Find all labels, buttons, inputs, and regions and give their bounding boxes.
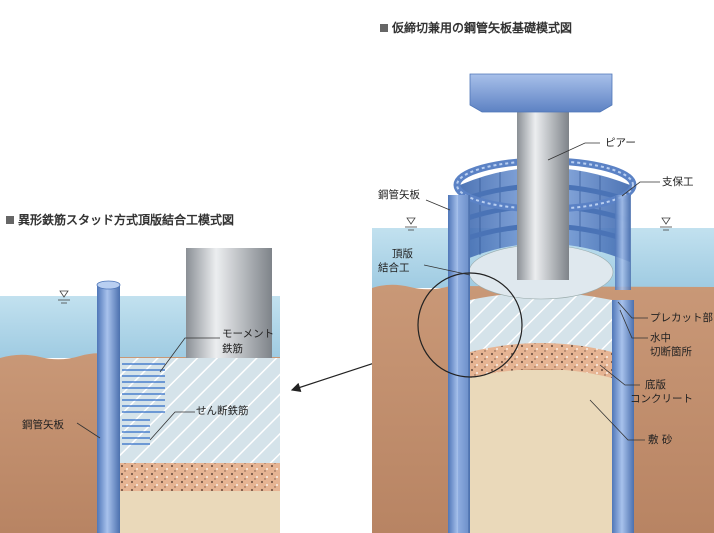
left-figure: モーメント 鉄筋 せん断鉄筋 鋼管矢板 <box>0 248 280 533</box>
right-base-concrete <box>470 339 612 378</box>
right-pier-cap <box>469 73 613 113</box>
left-pile-leader <box>76 422 101 439</box>
detail-circle <box>417 272 523 378</box>
shear-label: せん断鉄筋 <box>196 404 249 417</box>
bullet-square-icon <box>380 23 388 32</box>
moment-rebars <box>122 363 165 413</box>
right-figure-title-text: 仮締切兼用の鋼管矢板基礎模式図 <box>392 21 573 35</box>
base-slab-label-1: 底版 <box>645 378 666 391</box>
base-slab-label-2: コンクリート <box>630 393 693 405</box>
top-slab-label-2: 結合工 <box>378 261 410 274</box>
precut-label: プレカット部 <box>650 311 713 324</box>
right-sheet-pile-label: 鋼管矢板 <box>378 188 420 201</box>
right-figure-title: 仮締切兼用の鋼管矢板基礎模式図 <box>380 19 572 36</box>
left-pile-top <box>96 280 121 290</box>
moment-rebar-leader <box>159 337 220 373</box>
moment-label-1: モーメント <box>222 328 274 340</box>
moment-label-2: 鉄筋 <box>222 342 243 355</box>
right-pier <box>517 105 569 280</box>
right-leaders <box>423 142 660 441</box>
shear-rebar-leader <box>149 411 195 441</box>
right-water-level-icon-right <box>660 217 672 231</box>
strut-label: 支保工 <box>662 175 694 188</box>
right-pile-ring-caps <box>456 160 634 210</box>
top-slab-label-1: 頂版 <box>392 247 413 260</box>
right-figure: ピアー 支保工 鋼管矢板 頂版 結合工 プレカット部 水中 切断箇所 底版 コン… <box>372 73 714 533</box>
right-top-slab-hatch <box>470 292 612 352</box>
bullet-square-icon <box>6 215 14 224</box>
left-sheet-pile-label: 鋼管矢板 <box>22 418 64 431</box>
left-figure-title-text: 異形鉄筋スタッド方式頂版結合工模式図 <box>18 213 235 227</box>
underwater-cut-label-2: 切断箇所 <box>650 345 692 358</box>
left-sand-bed <box>120 490 280 533</box>
right-water-level-icon-left <box>405 217 417 231</box>
right-front-pile-left-inner <box>458 195 468 533</box>
left-sheet-pile <box>97 285 120 533</box>
left-water-level-icon <box>58 290 70 304</box>
sand-label: 敷 砂 <box>648 433 673 446</box>
right-front-pile-right <box>612 300 634 533</box>
left-column <box>186 248 272 358</box>
left-figure-title: 異形鉄筋スタッド方式頂版結合工模式図 <box>6 211 234 228</box>
shear-rebars <box>122 419 150 445</box>
left-base-slab <box>120 463 280 491</box>
right-sand <box>470 370 612 533</box>
right-upper-pile-right <box>615 195 631 290</box>
underwater-cut-label-1: 水中 <box>650 331 671 344</box>
pier-label: ピアー <box>605 137 636 149</box>
